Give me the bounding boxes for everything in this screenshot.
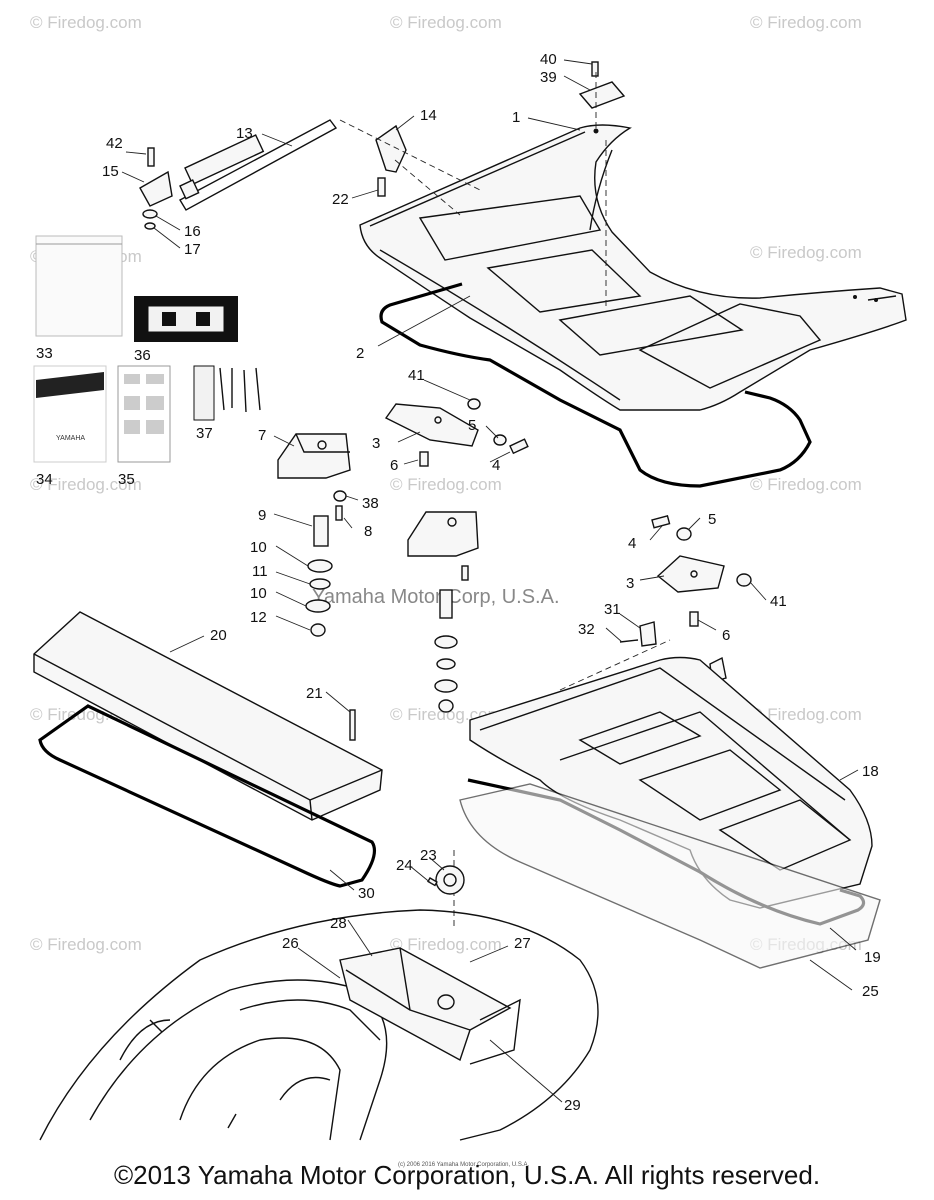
callout-12: 12 <box>250 609 267 626</box>
gas-strut-part <box>179 119 338 211</box>
callout-26: 26 <box>282 935 299 952</box>
callout-16: 16 <box>184 223 201 240</box>
callout-41: 41 <box>408 367 425 384</box>
callout-2: 2 <box>356 345 364 362</box>
watermark: © Firedog.com <box>750 705 862 724</box>
callout-14: 14 <box>420 107 437 124</box>
watermark: © Firedog.com <box>750 475 862 494</box>
callout-10: 10 <box>250 585 267 602</box>
callout-20: 20 <box>210 627 227 644</box>
callout-32: 32 <box>578 621 595 638</box>
manual-brand: YAMAHA <box>56 435 85 442</box>
lid-bracket-part <box>375 124 407 197</box>
callout-39: 39 <box>540 69 557 86</box>
callout-24: 24 <box>396 857 413 874</box>
tiny-credit: (c) 2006 2016 Yamaha Motor Corporation, … <box>398 1162 530 1168</box>
callout-4: 4 <box>628 535 636 552</box>
watermark: © Firedog.com <box>390 935 502 954</box>
callout-27: 27 <box>514 935 531 952</box>
callout-40: 40 <box>540 51 557 68</box>
callout-9: 9 <box>258 507 266 524</box>
top-bracket-part <box>578 61 626 109</box>
owner-bag-thumbnail <box>35 235 123 337</box>
callout-36: 36 <box>134 347 151 364</box>
lid-gasket-part <box>379 282 812 488</box>
drain-cap-part <box>427 865 465 895</box>
copyright-footer: ©2013 Yamaha Motor Corporation, U.S.A. A… <box>113 1160 821 1190</box>
callout-19: 19 <box>864 949 881 966</box>
accessory-thumbnails: YAMAHA <box>33 235 261 463</box>
center-watermark: Yamaha Motor Corp, U.S.A. <box>312 586 560 608</box>
callout-6: 6 <box>722 627 730 644</box>
center-hinge-stack <box>407 511 479 713</box>
floor-board-part <box>33 611 383 821</box>
watermark: © Firedog.com <box>750 243 862 262</box>
callout-11: 11 <box>252 563 268 580</box>
callout-3: 3 <box>626 575 634 592</box>
callout-42: 42 <box>106 135 123 152</box>
callout-21: 21 <box>306 685 323 702</box>
callout-33: 33 <box>36 345 53 362</box>
tool-pouch-thumbnail <box>193 365 215 421</box>
callout-41: 41 <box>770 593 787 610</box>
watermark: © Firedog.com <box>30 475 142 494</box>
callout-38: 38 <box>362 495 379 512</box>
callout-8: 8 <box>364 523 372 540</box>
board-gasket-part <box>38 704 376 888</box>
callout-15: 15 <box>102 163 119 180</box>
storage-tub-part <box>469 656 873 909</box>
left-hinge-stack <box>277 433 351 637</box>
tub-base-part <box>459 783 881 969</box>
watermark: © Firedog.com <box>390 475 502 494</box>
callout-28: 28 <box>330 915 347 932</box>
callout-34: 34 <box>36 471 53 488</box>
callout-5: 5 <box>708 511 716 528</box>
watermark: © Firedog.com <box>30 13 142 32</box>
callout-18: 18 <box>862 763 879 780</box>
callout-labels: 1 2 3 3 4 4 5 5 6 6 7 8 9 10 10 11 12 13… <box>36 51 881 1114</box>
callout-22: 22 <box>332 191 349 208</box>
callout-1: 1 <box>512 109 520 126</box>
callout-4: 4 <box>492 457 500 474</box>
callout-35: 35 <box>118 471 135 488</box>
callout-31: 31 <box>604 601 621 618</box>
callout-5: 5 <box>468 417 476 434</box>
callout-30: 30 <box>358 885 375 902</box>
callout-25: 25 <box>862 983 879 1000</box>
strut-bracket-part <box>139 147 173 230</box>
watermark: © Firedog.com <box>390 13 502 32</box>
callout-17: 17 <box>184 241 201 258</box>
callout-3: 3 <box>372 435 380 452</box>
leader-lines <box>121 59 859 1103</box>
callout-10: 10 <box>250 539 267 556</box>
hinge-plates <box>384 398 752 627</box>
callout-37: 37 <box>196 425 213 442</box>
hatch-cover-part <box>359 124 907 411</box>
callout-7: 7 <box>258 427 266 444</box>
callout-29: 29 <box>564 1097 581 1114</box>
callout-6: 6 <box>390 457 398 474</box>
watercraft-body <box>39 909 599 1141</box>
watermark: © Firedog.com <box>750 13 862 32</box>
callout-13: 13 <box>236 125 253 142</box>
callout-23: 23 <box>420 847 437 864</box>
watermark: © Firedog.com <box>30 935 142 954</box>
